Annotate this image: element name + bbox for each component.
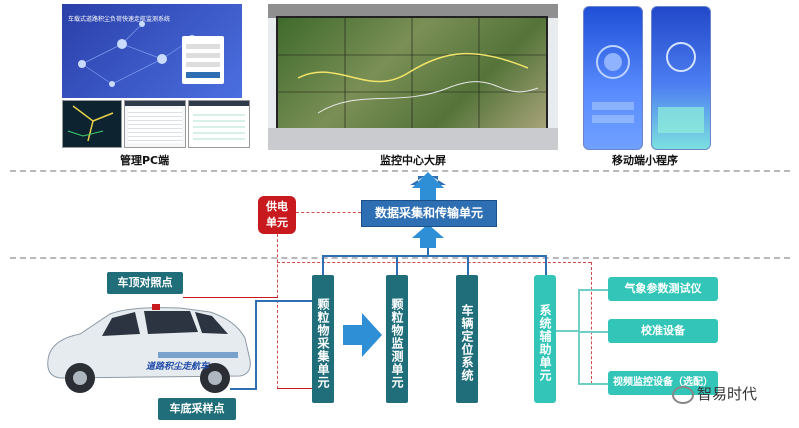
login-panel[interactable] [182, 36, 224, 84]
vehicle-body-text: 道路积尘走航车 [146, 362, 210, 372]
power-to-data-connector [296, 212, 361, 213]
system-auxiliary-unit: 系统辅助单元 [534, 275, 556, 403]
separator-top [10, 170, 790, 172]
power-supply-label: 供电 单元 [266, 200, 288, 229]
video-surveillance-equipment: 视频监控设备（选配） [608, 371, 718, 395]
survey-vehicle [47, 304, 251, 393]
data-collection-transmission-unit: 数据采集和传输单元 [361, 200, 497, 227]
unit-bus [322, 255, 547, 257]
power-supply-unit: 供电 单元 [258, 196, 296, 234]
particulate-collection-unit: 颗粒物采集单元 [312, 275, 334, 403]
power-down-connector [277, 234, 278, 389]
pc-table-thumbnail [124, 100, 186, 148]
pc-caption: 管理PC端 [120, 154, 170, 167]
pc-login-screenshot: 车载式道路积尘负荷快速走航监测系统 [62, 4, 242, 98]
roof-reference-point-label: 车顶对照点 [107, 272, 183, 294]
meteorological-tester: 气象参数测试仪 [608, 277, 718, 301]
pc-form-thumbnail [188, 100, 250, 148]
bottom-sampling-point-label: 车底采样点 [158, 398, 236, 420]
up-arrow-data [420, 236, 436, 248]
pc-map-thumbnail [62, 100, 122, 148]
power-bus-connector [277, 262, 591, 263]
video-wall-map [276, 16, 548, 132]
video-wall-screenshot [268, 4, 558, 150]
screen-caption: 监控中心大屏 [380, 154, 446, 167]
mobile-screen-1 [583, 6, 643, 150]
right-arrow [343, 313, 382, 357]
mobile-caption: 移动端小程序 [612, 154, 678, 167]
up-arrow-top [410, 174, 446, 185]
mobile-screen-2 [651, 6, 711, 150]
particulate-monitoring-unit: 颗粒物监测单元 [386, 275, 408, 403]
vehicle-positioning-system: 车辆定位系统 [456, 275, 478, 403]
calibration-equipment: 校准设备 [608, 319, 718, 343]
network-graphic [78, 21, 196, 87]
separator-middle [10, 257, 790, 259]
wechat-icon [672, 386, 694, 404]
watermark-text: 智易时代 [697, 385, 758, 403]
pc-system-title: 车载式道路积尘负荷快速走航监测系统 [68, 16, 171, 23]
